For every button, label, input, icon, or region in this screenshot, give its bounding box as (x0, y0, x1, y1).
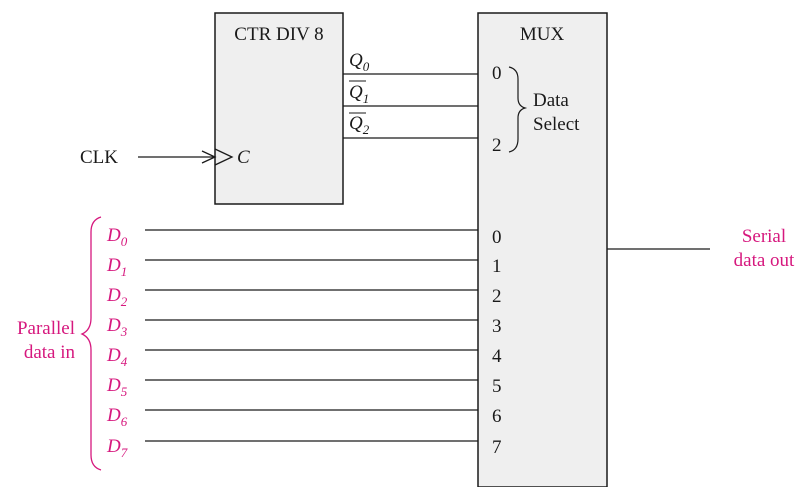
mux-title: MUX (520, 24, 565, 45)
mux-data-input-4: 4 (492, 346, 502, 367)
clk-label: CLK (80, 147, 118, 168)
parallel-input-labels: D0 D1 D2 D3 D4 D5 D6 D7 (106, 225, 128, 460)
parallel-brace-icon (80, 216, 102, 471)
parallel-input-d4: D4 (106, 345, 128, 369)
parallel-input-d5: D5 (106, 375, 128, 399)
clk-arrow-icon (201, 150, 217, 164)
output-label-1: Serial (742, 226, 786, 247)
mux-data-input-2: 2 (492, 286, 502, 307)
parallel-input-d6: D6 (106, 405, 128, 429)
mux-data-input-3: 3 (492, 316, 502, 337)
parallel-label-1: Parallel (17, 318, 75, 339)
parallel-input-d7: D7 (106, 436, 128, 460)
mux-data-input-labels: 0 1 2 3 4 5 6 7 (492, 227, 502, 458)
parallel-input-d1: D1 (106, 255, 127, 279)
mux-block (477, 12, 608, 487)
svg-text:Q1: Q1 (349, 82, 369, 106)
parallel-input-d3: D3 (106, 315, 128, 339)
mux-select-input-0: 0 (492, 63, 502, 84)
clock-input-label: C (237, 147, 250, 168)
select-brace-icon (508, 66, 528, 153)
counter-block (214, 12, 344, 205)
select-label-select: Select (533, 114, 580, 135)
mux-data-input-7: 7 (492, 437, 502, 458)
clock-input-triangle-icon (214, 148, 234, 166)
svg-text:Q2: Q2 (349, 113, 370, 137)
counter-output-q0: Q0 (343, 50, 478, 75)
svg-text:Q0: Q0 (349, 50, 370, 74)
parallel-label-2: data in (24, 342, 76, 363)
parallel-input-d0: D0 (106, 225, 128, 249)
mux-select-input-2: 2 (492, 135, 502, 156)
parallel-input-d2: D2 (106, 285, 128, 309)
counter-output-q2: Q2 (343, 112, 478, 139)
counter-title: CTR DIV 8 (234, 24, 323, 45)
mux-data-input-1: 1 (492, 256, 502, 277)
output-label-2: data out (734, 250, 795, 271)
mux-data-input-6: 6 (492, 406, 502, 427)
parallel-wires (145, 229, 478, 442)
mux-data-input-5: 5 (492, 376, 502, 397)
counter-output-q1: Q1 (343, 80, 478, 107)
select-label-data: Data (533, 90, 569, 111)
mux-data-input-0: 0 (492, 227, 502, 248)
